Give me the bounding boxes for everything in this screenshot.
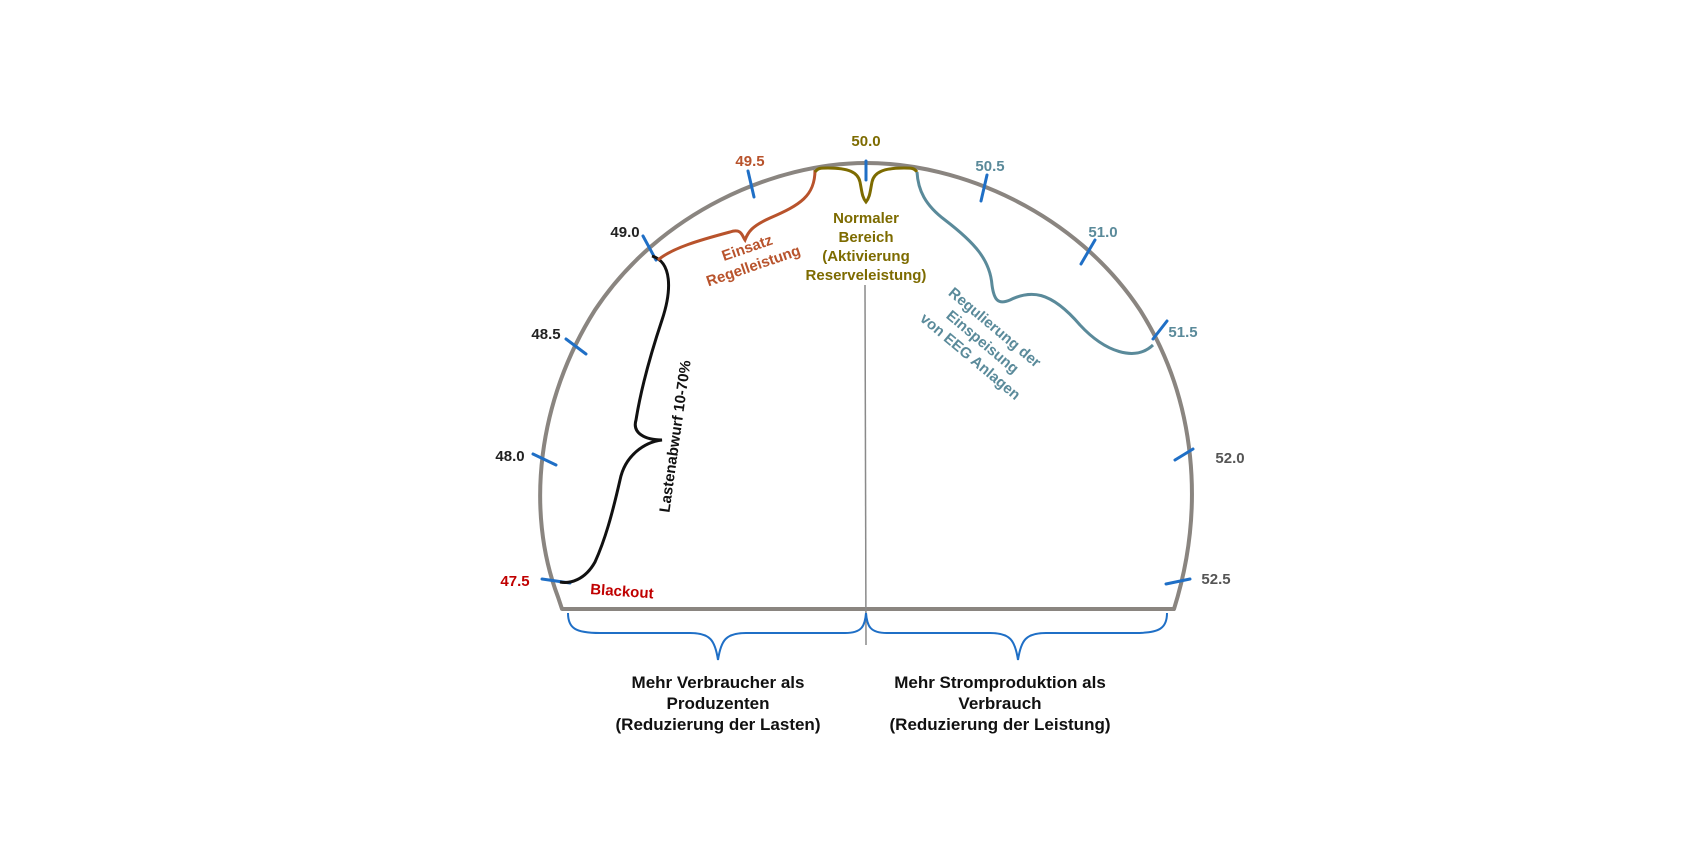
tick-label-50-0: 50.0 — [851, 133, 880, 150]
tick-48-5 — [564, 337, 588, 356]
tick-label-52-0: 52.0 — [1215, 450, 1244, 467]
normal-line4: Reserveleistung) — [806, 267, 927, 284]
tick-52-5 — [1164, 577, 1192, 586]
bottom-left-label: Mehr Verbraucher als Produzenten (Reduzi… — [616, 673, 821, 734]
eeg-label: Regulierung der Einspeisung von EEG Anla… — [917, 284, 1045, 403]
bottom-left-brace — [567, 612, 867, 661]
bottom-right-line1: Mehr Stromproduktion als — [894, 673, 1106, 692]
normal-range-label: Normaler Bereich (Aktivierung Reservelei… — [806, 210, 927, 284]
tick-49-5 — [746, 169, 756, 199]
blackout-label: Blackout — [590, 581, 654, 602]
regelleistung-label: Einsatz Regelleistung — [704, 232, 803, 291]
tick-label-52-5: 52.5 — [1201, 571, 1230, 588]
center-divider — [864, 284, 867, 646]
bottom-left-line1: Mehr Verbraucher als — [632, 673, 805, 692]
regelleistung-brace — [657, 169, 817, 262]
tick-51-0 — [1079, 238, 1097, 266]
tick-52-0 — [1173, 447, 1195, 462]
bottom-right-brace — [865, 612, 1168, 661]
bottom-right-line3: (Reduzierung der Leistung) — [890, 715, 1111, 734]
tick-marks — [531, 159, 1195, 586]
tick-label-49-0: 49.0 — [610, 224, 639, 241]
lastenabwurf-label: Lastenabwurf 10-70% — [656, 359, 694, 513]
tick-label-48-5: 48.5 — [531, 326, 560, 343]
tick-50-5 — [979, 173, 989, 203]
normal-line1: Normaler — [833, 210, 899, 227]
bottom-right-line2: Verbrauch — [958, 694, 1041, 713]
tick-51-5 — [1151, 319, 1169, 341]
normal-line3: (Aktivierung — [822, 248, 910, 265]
tick-label-51-0: 51.0 — [1088, 224, 1117, 241]
bottom-left-line3: (Reduzierung der Lasten) — [616, 715, 821, 734]
eeg-brace — [915, 171, 1155, 355]
bottom-right-label: Mehr Stromproduktion als Verbrauch (Redu… — [890, 673, 1111, 734]
tick-label-48-0: 48.0 — [495, 448, 524, 465]
bottom-left-line2: Produzenten — [667, 694, 770, 713]
normal-range-brace — [813, 166, 919, 205]
tick-label-47-5: 47.5 — [500, 573, 529, 590]
tick-48-0 — [531, 452, 558, 467]
lastenabwurf-brace — [559, 254, 671, 584]
tick-label-49-5: 49.5 — [735, 153, 764, 170]
normal-line2: Bereich — [838, 229, 893, 246]
tick-label-51-5: 51.5 — [1168, 324, 1197, 341]
tick-label-50-5: 50.5 — [975, 158, 1004, 175]
